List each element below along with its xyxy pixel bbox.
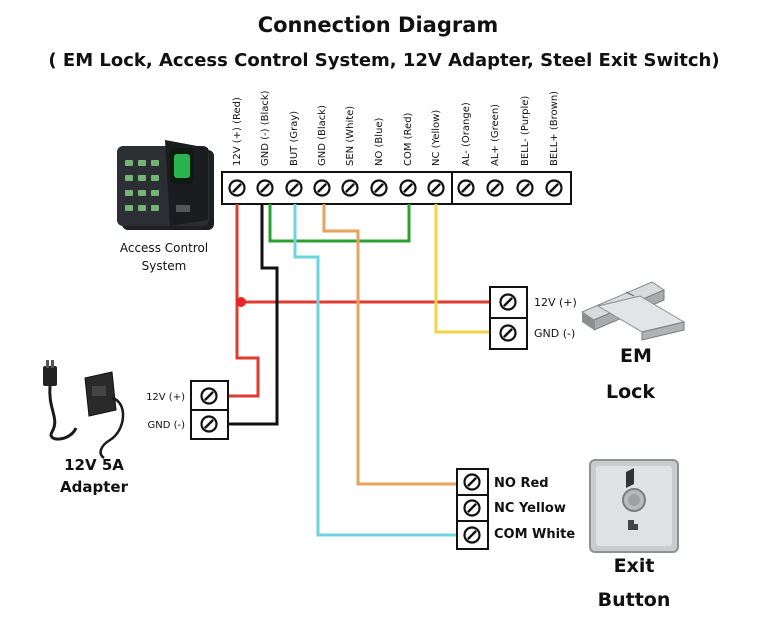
terminal-screw-icon: [463, 526, 481, 544]
controller-terminal-label: GND (-) (Black): [260, 90, 271, 166]
adapter-label-2: Adapter: [60, 478, 129, 496]
keypad-key: [138, 160, 146, 166]
exit-button-device: [589, 459, 679, 553]
keypad-key: [151, 175, 159, 181]
controller-terminal-block: 12V (+) (Red) GND (-) (Black) BUT (Gray) GN…: [221, 90, 572, 205]
wire-red-12v: [228, 204, 260, 398]
diagram-subtitle: ( EM Lock, Access Control System, 12V Ad…: [48, 50, 719, 71]
terminal-screw-icon: [486, 179, 504, 197]
terminal-screw-icon: [200, 415, 218, 433]
keypad-key: [125, 205, 133, 211]
terminal-screw-icon: [313, 179, 331, 197]
terminal-screw-icon: [499, 324, 517, 342]
access-control-label-2: System: [142, 259, 187, 273]
keypad-key: [138, 190, 146, 196]
adapter-terminal-12v: 12V (+): [146, 392, 185, 403]
access-control-label-1: Access Control: [120, 241, 208, 255]
exit-button-label-1: Exit: [614, 555, 655, 577]
terminal-screw-icon: [427, 179, 445, 197]
exit-terminal-nc: NC Yellow: [494, 501, 566, 516]
access-control-device: [117, 140, 214, 230]
em-lock-terminal-gnd: GND (-): [534, 327, 575, 340]
keypad-key: [138, 205, 146, 211]
power-adapter-device: [43, 360, 125, 460]
wire-orange: [322, 204, 460, 486]
terminal-screw-icon: [370, 179, 388, 197]
exit-terminal-no: NO Red: [494, 476, 549, 491]
terminal-screw-icon: [463, 473, 481, 491]
terminal-screw-icon: [228, 179, 246, 197]
exit-button-terminal-block: [456, 468, 489, 550]
terminal-screw-icon: [341, 179, 359, 197]
wire-cyan: [293, 204, 460, 537]
controller-terminal-label: BELL+ (Brown): [549, 91, 560, 166]
wire-black-gnd: [228, 204, 279, 426]
terminal-screw-icon: [256, 179, 274, 197]
em-lock-label-2: Lock: [606, 381, 655, 403]
wire-yellow: [434, 204, 492, 334]
controller-terminal-label: BUT (Gray): [289, 111, 300, 166]
adapter-terminal-gnd: GND (-): [147, 420, 185, 431]
em-lock-device: [580, 281, 686, 341]
controller-terminal-label: NO (Blue): [374, 117, 385, 166]
wire-green: [268, 204, 411, 243]
keypad-key: [138, 175, 146, 181]
diagram-title: Connection Diagram: [258, 13, 499, 37]
junction-dot: [236, 297, 246, 307]
terminal-screw-icon: [457, 179, 475, 197]
keypad-key: [151, 205, 159, 211]
adapter-terminal-block: [190, 380, 229, 440]
em-lock-terminal-block: [489, 286, 528, 350]
controller-terminal-label: BELL- (Purple): [520, 96, 531, 166]
terminal-screw-icon: [285, 179, 303, 197]
keypad: [125, 160, 159, 211]
controller-terminal-label: AL- (Orange): [461, 102, 472, 166]
em-lock-terminal-12v: 12V (+): [534, 296, 577, 309]
terminal-screw-icon: [399, 179, 417, 197]
terminal-screw-icon: [516, 179, 534, 197]
terminal-screw-icon: [200, 387, 218, 405]
controller-terminal-label: COM (Red): [403, 112, 414, 166]
keypad-key: [125, 190, 133, 196]
terminal-screw-icon: [499, 293, 517, 311]
terminal-screw-icon: [463, 499, 481, 517]
adapter-label-1: 12V 5A: [64, 456, 124, 474]
controller-terminal-label: AL+ (Green): [490, 104, 501, 166]
keypad-key: [151, 160, 159, 166]
em-lock-label-1: EM: [620, 345, 652, 367]
keypad-key: [151, 190, 159, 196]
wires: [228, 204, 492, 537]
keypad-key: [125, 175, 133, 181]
controller-terminal-label: GND (Black): [317, 105, 328, 166]
controller-terminal-label: NC (Yellow): [431, 110, 442, 166]
controller-terminal-label: SEN (White): [345, 106, 356, 166]
keypad-key: [125, 160, 133, 166]
controller-terminal-label: 12V (+) (Red): [232, 97, 243, 166]
terminal-screw-icon: [545, 179, 563, 197]
exit-terminal-com: COM White: [494, 527, 575, 542]
exit-button-label-2: Button: [598, 589, 671, 611]
